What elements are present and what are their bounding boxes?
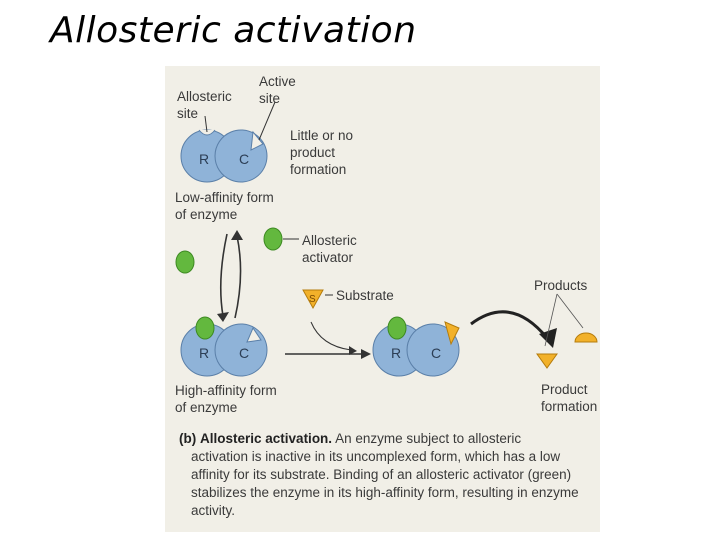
caption-heading: Allosteric activation. [200,431,333,446]
subunit-c-label-left: C [239,345,249,361]
label-allosteric-activator: Allosteric activator [302,233,357,265]
subunit-r-label-left: R [199,345,209,361]
label-active-site: Active site [259,74,296,106]
figure-caption: (b) Allosteric activation. An enzyme sub… [179,430,589,520]
activator-free-right [263,227,283,251]
subunit-r-label-right: R [391,345,401,361]
enzyme-low-affinity: R C [180,129,268,183]
caption-prefix: (b) [179,431,197,446]
label-high-affinity: High-affinity form of enzyme [175,383,277,415]
subunit-c-label-top: C [239,151,249,167]
label-product-formation: Product formation [541,382,598,414]
label-substrate: Substrate [336,288,394,303]
product-semicircle [574,332,598,343]
substrate-free [302,289,324,310]
label-products: Products [534,278,588,293]
enzyme-substrate-complex: R C [372,316,460,377]
diagram-panel: R C S R C [165,66,600,532]
substrate-symbol-free: S [309,294,316,305]
activator-free-left [175,250,195,274]
caption-body: activation is inactive in its uncomplexe… [191,449,579,518]
subunit-c-label-right: C [431,345,441,361]
diagram-art: R C S R C [175,101,598,377]
label-allosteric-site: Allosteric site [177,89,232,121]
label-low-affinity: Low-affinity form of enzyme [175,190,274,222]
subunit-r-label-top: R [199,151,209,167]
equilibrium-arrows [217,230,243,322]
slide-title: Allosteric activation [50,10,417,51]
product-triangle [536,353,558,369]
label-little-product: Little or no product formation [290,128,354,177]
caption-first-line: An enzyme subject to allosteric [335,431,522,446]
enzyme-high-affinity-left: R C [180,316,268,377]
